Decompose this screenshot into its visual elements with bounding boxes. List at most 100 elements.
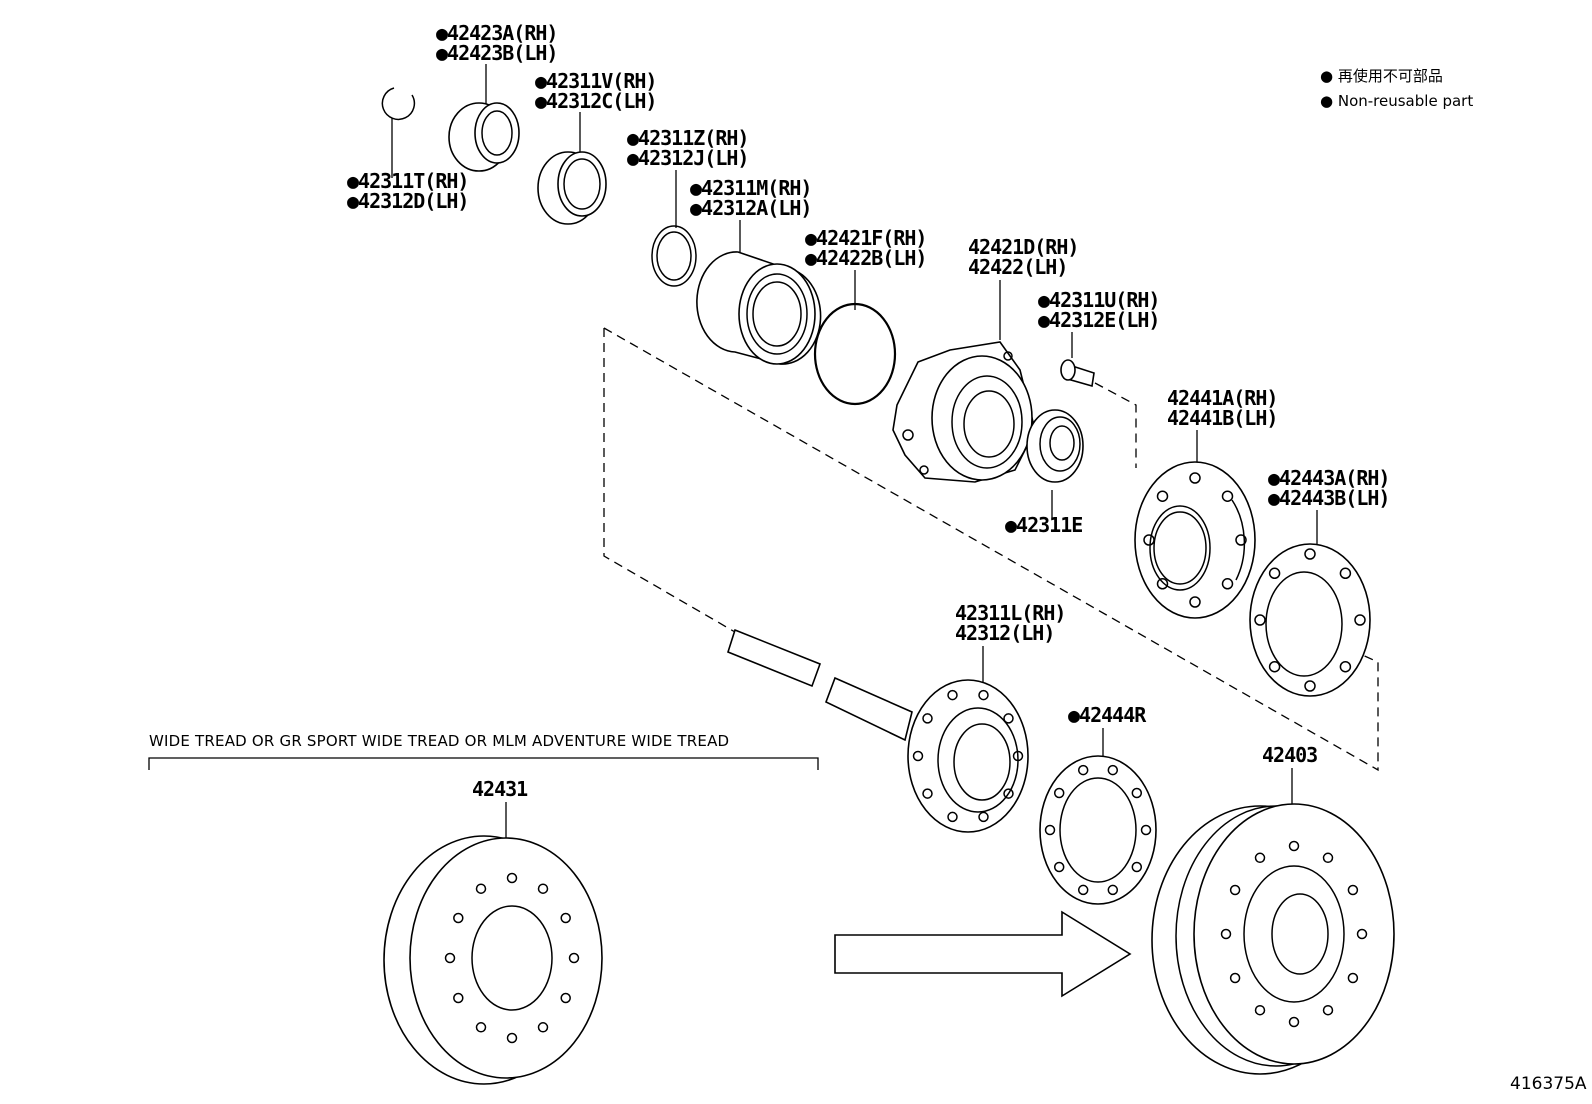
svg-text:●42311Z(RH): ●42311Z(RH) <box>627 126 748 150</box>
bolt-hole <box>506 1032 518 1044</box>
bolt-hole <box>1229 972 1241 984</box>
label-42311U: ●42311U(RH) ●42312E(LH) <box>1038 288 1160 332</box>
svg-text:●42443B(LH): ●42443B(LH) <box>1268 486 1389 510</box>
bolt-hole <box>537 883 549 894</box>
bolt-hole <box>1012 750 1024 762</box>
bolt-hole <box>1140 824 1152 836</box>
bolt-hole <box>1268 660 1281 673</box>
bolt-hole <box>912 750 924 762</box>
bolt-hole <box>1235 534 1247 546</box>
bolt-hole <box>947 689 958 701</box>
bolt-hole <box>1220 928 1232 940</box>
label-42423: ●42423A(RH) ●42423B(LH) <box>436 21 558 65</box>
label-42311Z: ●42311Z(RH) ●42312J(LH) <box>627 126 749 170</box>
svg-text:42311L(RH): 42311L(RH) <box>955 601 1065 625</box>
svg-text:42422(LH): 42422(LH) <box>968 255 1067 279</box>
bolt-hole <box>1107 764 1119 776</box>
bolt-hole <box>1107 884 1119 896</box>
o-ring-42421F <box>813 302 897 406</box>
label-42311V: ●42311V(RH) ●42312C(LH) <box>535 69 657 113</box>
bolt-hole <box>978 689 989 701</box>
bolt-hole <box>1003 788 1014 799</box>
bolt-hole <box>1254 614 1266 626</box>
bolt-hole <box>1189 596 1201 608</box>
label-42444R: ●42444R <box>1068 703 1147 727</box>
bolt-hole <box>444 952 456 964</box>
bolt-hole <box>1003 713 1014 724</box>
leader-lines <box>391 64 1318 838</box>
bolt-hole <box>1053 787 1065 799</box>
gasket-42444R <box>1039 755 1157 905</box>
bolt-hole <box>1288 1016 1300 1028</box>
bolt-hole <box>506 872 518 884</box>
bolt-hole <box>1268 567 1281 580</box>
bolt-hole <box>1131 861 1143 873</box>
spacer-ring-42311Z <box>651 225 697 287</box>
svg-text:42441B(LH): 42441B(LH) <box>1167 406 1277 430</box>
bolt-hole <box>1288 840 1300 852</box>
bolt-hole <box>560 912 571 924</box>
bolt-hole <box>922 788 933 799</box>
gasket-42443 <box>1249 543 1371 697</box>
svg-text:●42423A(RH): ●42423A(RH) <box>436 21 557 45</box>
oil-seal-42311V <box>537 151 607 225</box>
figure-id: 416375A <box>1510 1074 1587 1094</box>
bolt-hole <box>1339 660 1352 673</box>
bolt-hole <box>1077 884 1089 896</box>
bolt-hole <box>475 1022 487 1033</box>
bolt-hole <box>1229 884 1241 896</box>
bearing-housing-42421D <box>892 341 1036 483</box>
bolt-hole <box>1354 614 1366 626</box>
bolt-hole <box>453 912 464 924</box>
bolt-hole <box>1131 787 1143 799</box>
bolt-hole <box>1347 884 1359 896</box>
bolt-hole <box>560 992 571 1004</box>
bolt-hole <box>1254 852 1266 864</box>
bolt-hole <box>1221 490 1234 502</box>
bolt-hole <box>1347 972 1359 984</box>
retainer-42423 <box>448 102 520 172</box>
bolt-hole <box>568 952 580 964</box>
bolt-hole <box>537 1022 549 1033</box>
svg-text:●42312C(LH): ●42312C(LH) <box>535 89 656 113</box>
wide-tread-caption: WIDE TREAD OR GR SPORT WIDE TREAD OR MLM… <box>149 732 729 750</box>
bolt-hole <box>947 811 958 823</box>
brake-disc-42431 <box>383 835 603 1085</box>
bolt-hole <box>1322 1004 1334 1016</box>
bolt-hole <box>978 811 989 823</box>
label-42421F: ●42421F(RH) ●42422B(LH) <box>805 226 927 270</box>
hub-bolt-42311U <box>1060 359 1095 388</box>
svg-text:●42443A(RH): ●42443A(RH) <box>1268 466 1389 490</box>
svg-text:●42311M(RH): ●42311M(RH) <box>690 176 811 200</box>
label-42431: 42431 <box>472 777 528 801</box>
label-42441: 42441A(RH) 42441B(LH) <box>1167 386 1278 430</box>
bolt-hole <box>1304 548 1316 560</box>
label-42311M: ●42311M(RH) ●42312A(LH) <box>690 176 812 220</box>
bolt-hole <box>1143 534 1155 546</box>
bolt-hole <box>1156 578 1169 590</box>
svg-text:●42312J(LH): ●42312J(LH) <box>627 146 748 170</box>
label-42311E: ●42311E <box>1005 513 1082 537</box>
bolt-hole <box>1053 861 1065 873</box>
label-42443: ●42443A(RH) ●42443B(LH) <box>1268 466 1390 510</box>
bolt-hole <box>1221 578 1234 590</box>
svg-text:●42311U(RH): ●42311U(RH) <box>1038 288 1159 312</box>
bolt-hole <box>453 992 464 1004</box>
bolt-hole <box>1356 928 1368 940</box>
svg-text:●42312E(LH): ●42312E(LH) <box>1038 308 1159 332</box>
axle-shaft-42311L <box>727 628 1029 833</box>
svg-text:●42311V(RH): ●42311V(RH) <box>535 69 656 93</box>
legend-en: ● Non-reusable part <box>1320 92 1473 110</box>
label-42403: 42403 <box>1262 743 1317 767</box>
svg-text:●42421F(RH): ●42421F(RH) <box>805 226 926 250</box>
bolt-hole <box>1077 764 1089 776</box>
bolt-holes <box>444 472 1368 1044</box>
bolt-hole <box>475 883 487 894</box>
svg-text:●42312A(LH): ●42312A(LH) <box>690 196 811 220</box>
legend-jp: ● 再使用不可部品 <box>1320 67 1443 85</box>
label-42311L: 42311L(RH) 42312(LH) <box>955 601 1066 645</box>
bolt-hole <box>1322 852 1334 864</box>
svg-text:●42422B(LH): ●42422B(LH) <box>805 246 926 270</box>
